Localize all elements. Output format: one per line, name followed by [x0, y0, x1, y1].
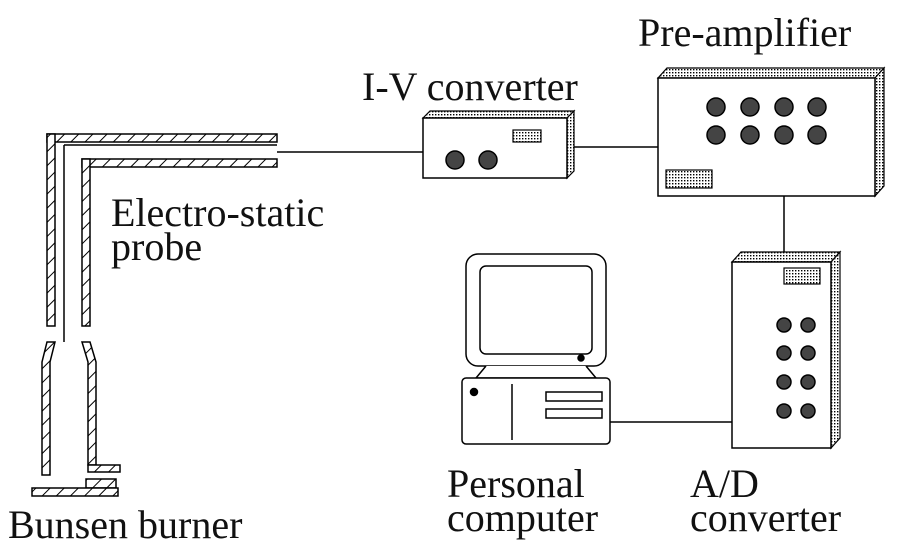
ad-label-line2: converter: [690, 495, 841, 540]
pc-label-line1: Personal: [447, 461, 585, 506]
personal-computer: [461, 253, 611, 445]
ad-label-line1: A/D: [690, 461, 759, 506]
electrostatic-probe: [46, 133, 278, 342]
knob-icon: [445, 150, 465, 170]
pc-label-line2: computer: [447, 495, 598, 540]
iv-converter-label: I-V converter: [362, 64, 578, 109]
iv-converter-box: [421, 109, 576, 180]
knob-icon: [478, 150, 498, 170]
probe-label-line2: probe: [111, 224, 202, 269]
wires: [277, 146, 785, 423]
pre-amplifier-label: Pre-amplifier: [638, 10, 851, 55]
burner-label: Bunsen burner: [8, 502, 242, 545]
ad-converter-box: [730, 250, 842, 450]
pre-amplifier-box: [656, 66, 886, 198]
bunsen-burner: [31, 341, 121, 497]
probe-label-line1: Electro-static: [111, 190, 324, 235]
